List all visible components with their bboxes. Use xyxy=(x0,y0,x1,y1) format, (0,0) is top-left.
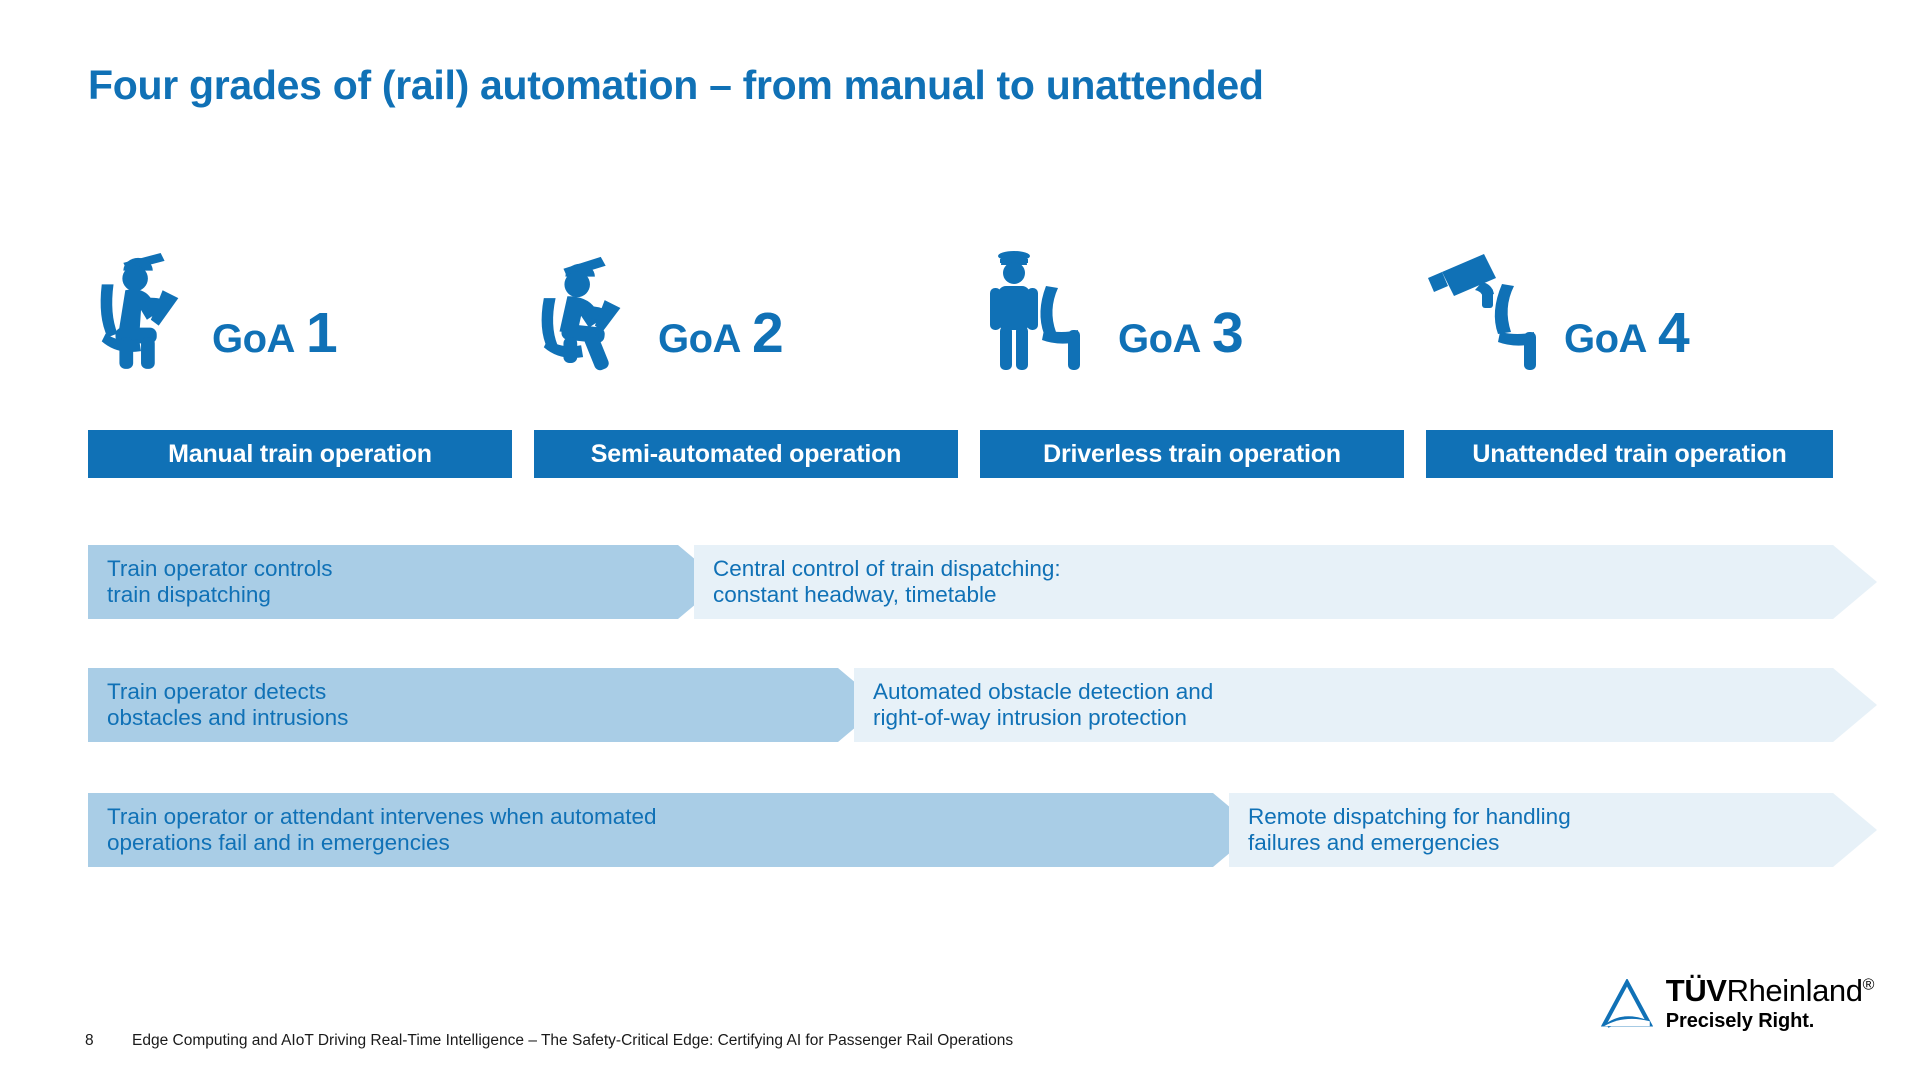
capability-row-intervention: Train operator or attendant intervenes w… xyxy=(88,793,1877,867)
arrow-remote-dispatching: Remote dispatching for handling failures… xyxy=(1229,793,1877,867)
goa-number: 1 xyxy=(305,301,338,365)
arrow-manual-obstacle-detection: Train operator detects obstacles and int… xyxy=(88,668,882,742)
goa-column-1: GoA 1 xyxy=(88,232,508,372)
capability-rows: Train operator controls train dispatchin… xyxy=(88,545,1877,875)
grade-bar-semi[interactable]: Semi-automated operation xyxy=(534,430,958,478)
seated-operator-icon xyxy=(100,253,179,369)
capability-row-dispatching: Train operator controls train dispatchin… xyxy=(88,545,1877,619)
grade-bar-row: Manual train operation Semi-automated op… xyxy=(88,430,1833,478)
arrow-manual-dispatching: Train operator controls train dispatchin… xyxy=(88,545,722,619)
goa-number: 4 xyxy=(1657,301,1690,365)
grade-bar-driverless[interactable]: Driverless train operation xyxy=(980,430,1404,478)
goa-label-2: GoA 2 xyxy=(658,305,784,372)
arrow-text: Central control of train dispatching: co… xyxy=(713,555,1061,607)
slide-footer: 8 Edge Computing and AIoT Driving Real-T… xyxy=(85,1032,1013,1050)
goa-column-2: GoA 2 xyxy=(534,232,954,372)
logo-brand-regular: Rheinland xyxy=(1726,973,1863,1008)
arrow-automated-obstacle-detection: Automated obstacle detection and right-o… xyxy=(854,668,1877,742)
footer-text: Edge Computing and AIoT Driving Real-Tim… xyxy=(132,1032,1014,1049)
goa-prefix: GoA xyxy=(212,317,295,361)
logo-brand-bold: TÜV xyxy=(1665,973,1727,1008)
goa-prefix: GoA xyxy=(658,317,741,361)
goa-column-4: GoA 4 xyxy=(1426,232,1846,372)
arrow-text: Remote dispatching for handling failures… xyxy=(1248,803,1571,855)
goa-prefix: GoA xyxy=(1118,317,1201,361)
cctv-camera-icon xyxy=(1428,254,1536,370)
capability-row-obstacle-detection: Train operator detects obstacles and int… xyxy=(88,668,1877,742)
grade-bar-manual[interactable]: Manual train operation xyxy=(88,430,512,478)
page-title: Four grades of (rail) automation – from … xyxy=(88,62,1264,108)
goa-label-1: GoA 1 xyxy=(212,305,338,372)
arrow-automated-dispatching: Central control of train dispatching: co… xyxy=(694,545,1877,619)
standing-attendant-icon xyxy=(990,251,1080,370)
page-number: 8 xyxy=(85,1032,94,1049)
arrow-text: Train operator detects obstacles and int… xyxy=(107,678,349,730)
arrow-text: Train operator controls train dispatchin… xyxy=(107,555,333,607)
arrow-text: Train operator or attendant intervenes w… xyxy=(107,803,657,855)
goa-number: 2 xyxy=(751,301,784,365)
logo-wordmark: TÜVRheinland® xyxy=(1665,973,1875,1008)
tuv-triangle-icon xyxy=(1600,979,1653,1028)
registered-mark: ® xyxy=(1862,976,1875,994)
goa-number: 3 xyxy=(1211,301,1244,365)
reclined-operator-icon xyxy=(541,256,621,371)
goa-prefix: GoA xyxy=(1564,317,1647,361)
goa-label-4: GoA 4 xyxy=(1564,305,1690,372)
logo-tagline: Precisely Right. xyxy=(1665,1009,1815,1032)
goa-icon-row: GoA 1 xyxy=(88,232,1833,372)
tuv-rheinland-logo: TÜVRheinland® Precisely Right. xyxy=(1600,973,1875,1033)
grade-bar-unattended[interactable]: Unattended train operation xyxy=(1426,430,1833,478)
arrow-manual-intervention: Train operator or attendant intervenes w… xyxy=(88,793,1257,867)
arrow-text: Automated obstacle detection and right-o… xyxy=(873,678,1214,730)
goa-column-3: GoA 3 xyxy=(980,232,1400,372)
goa-label-3: GoA 3 xyxy=(1118,305,1244,372)
